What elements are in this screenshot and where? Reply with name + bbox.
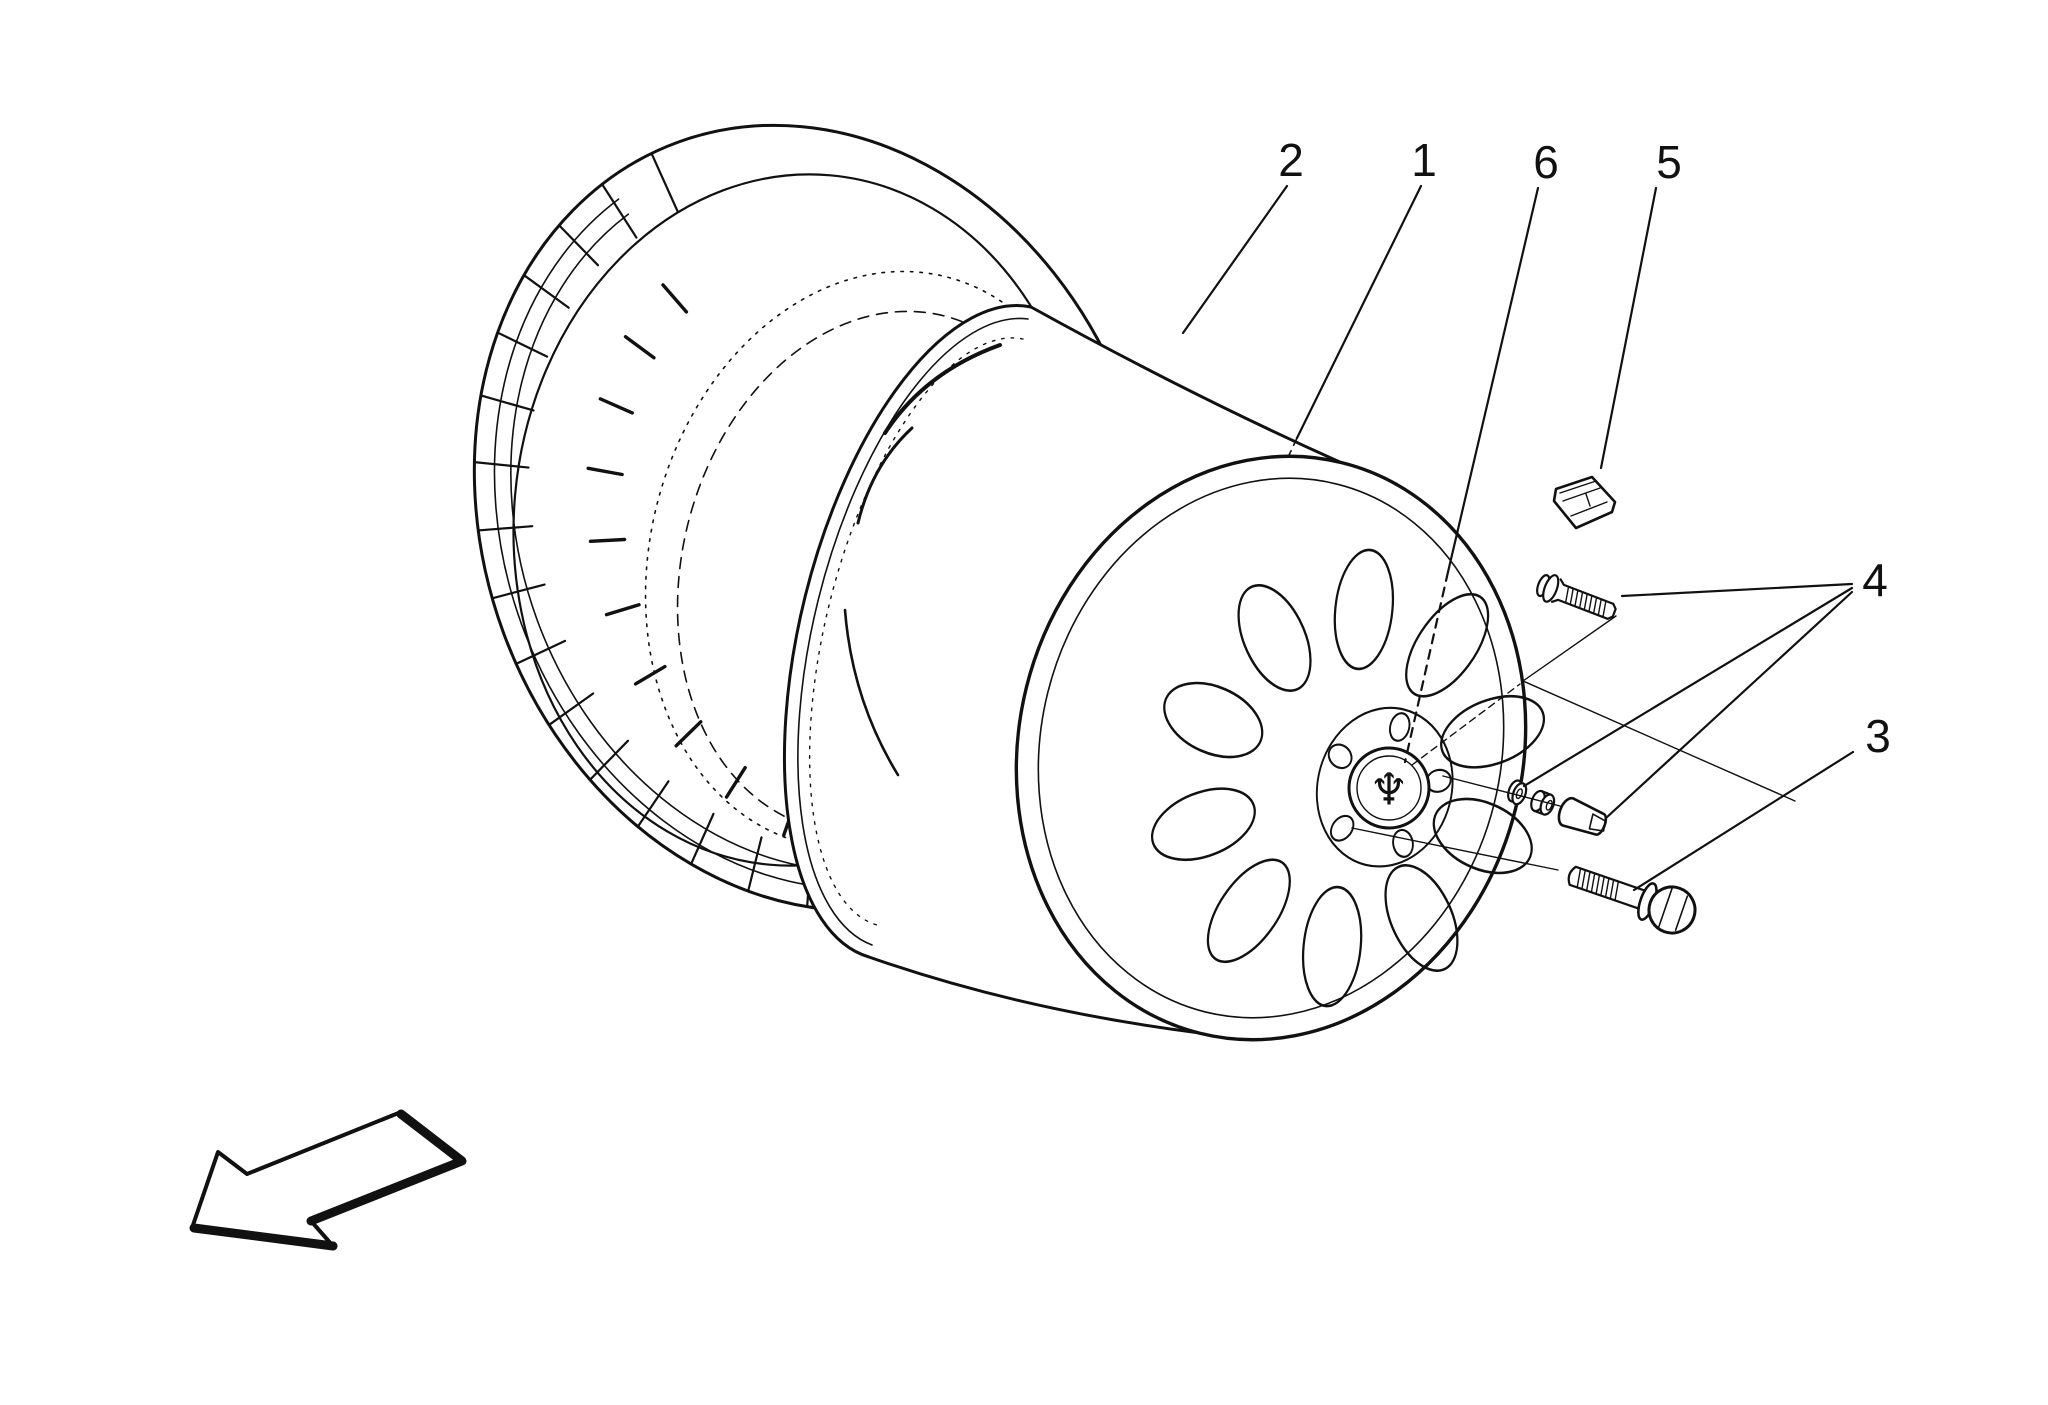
- callout-leader-bolt: [1632, 750, 1855, 892]
- callout-label-6: 6: [1533, 136, 1559, 188]
- callout-leader-centre-cap: [1446, 186, 1540, 574]
- centre-cap: ♆: [1347, 746, 1431, 830]
- callout-label-5: 5: [1656, 136, 1682, 188]
- wheel-face-outer-flange: [1014, 454, 1528, 1042]
- callout-label-3: 3: [1865, 710, 1891, 762]
- callout-leader-centre-cap-dashed: [1403, 570, 1450, 764]
- callout-leader-weight: [1599, 186, 1658, 470]
- barrel-well-arc: [843, 608, 900, 777]
- wheel-face-inner-flange: [1037, 477, 1505, 1019]
- direction-arrow-icon: [189, 1109, 467, 1251]
- callout-label-4: 4: [1862, 554, 1888, 606]
- washer-part: [1507, 779, 1528, 806]
- callout-leader-rim: [1295, 184, 1423, 440]
- callout-leader-kit-lockbolt: [1604, 590, 1854, 820]
- callout-leader-tyre: [1181, 184, 1289, 335]
- locking-bolt-part: [1557, 796, 1608, 836]
- balancing-weight-part: [1552, 475, 1617, 530]
- callout-leader-lines: [1181, 184, 1855, 892]
- nut-part: [1530, 789, 1556, 816]
- maserati-trident-icon: ♆: [1369, 765, 1408, 816]
- callout-label-2: 2: [1278, 134, 1304, 186]
- wheel-face: ♆: [1014, 454, 1546, 1042]
- callout-leader-kit-washer: [1522, 586, 1854, 788]
- callout-leader-kit-screw: [1620, 582, 1854, 598]
- rim-lip-inner-edge: [797, 317, 1029, 946]
- rim-illustration: ♆: [782, 304, 1546, 1042]
- spoke-back-arc: [856, 426, 914, 525]
- spoke-back-arc: [883, 343, 1002, 435]
- stud-screw-part: [1536, 574, 1617, 620]
- callouts: 2 1 6 5 4 3: [1181, 134, 1891, 892]
- assembly-axis-lines: [1351, 615, 1796, 871]
- hex-bolt-part: [1567, 865, 1697, 935]
- callout-label-1: 1: [1411, 134, 1437, 186]
- spoke-windows: [1150, 548, 1546, 1008]
